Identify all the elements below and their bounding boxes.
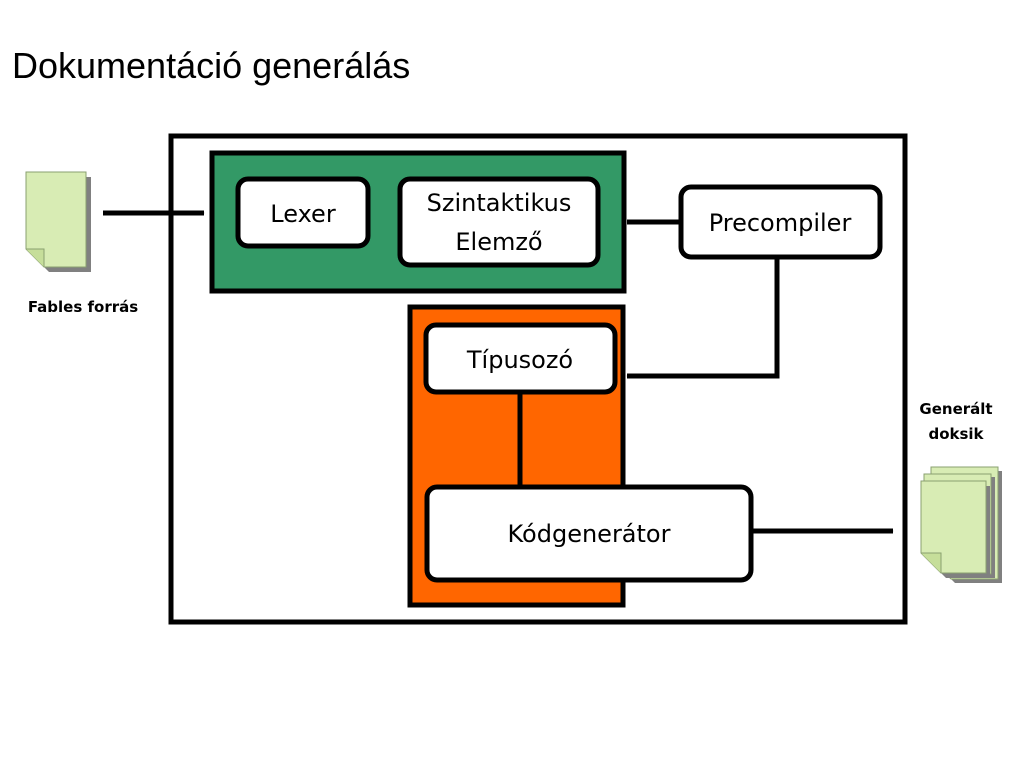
source-document-icon: [25, 171, 91, 272]
lexer-node: [235, 176, 371, 249]
codegen-label: Kódgenerátor: [508, 520, 671, 548]
output-documents-icon: [920, 466, 1002, 583]
parser-label-line1: Szintaktikus: [427, 189, 572, 217]
lexer-label: Lexer: [270, 200, 336, 228]
precompiler-label: Precompiler: [709, 209, 852, 237]
source-label: Fables forrás: [28, 298, 138, 316]
slide-title: Dokumentáció generálás: [12, 45, 411, 86]
output-label-line2: doksik: [928, 425, 984, 443]
parser-node: [397, 176, 601, 268]
precompiler-node: [678, 184, 883, 260]
typer-node: [423, 322, 618, 395]
output-label-line1: Generált: [919, 400, 992, 418]
codegen-node: [424, 484, 754, 583]
typer-label: Típusozó: [466, 346, 573, 374]
parser-label-line2: Elemző: [455, 228, 542, 256]
precompiler-to-typer-arrow: [626, 259, 780, 379]
